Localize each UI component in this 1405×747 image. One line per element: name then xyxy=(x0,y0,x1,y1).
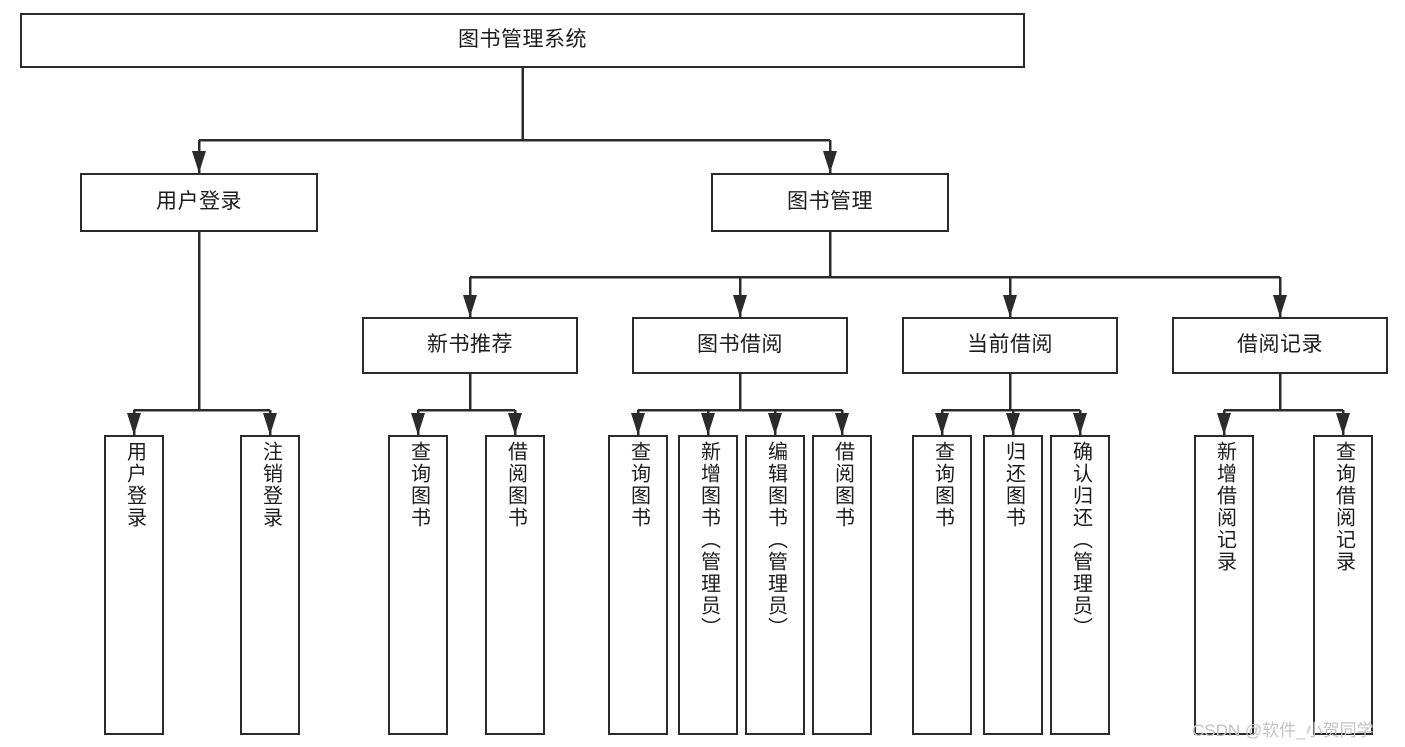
node-label: 查询图书 xyxy=(627,441,650,529)
csdn-watermark: CSDN @软件_小贺同学 xyxy=(1192,721,1374,740)
node-l2_2[interactable]: 图书管理 xyxy=(711,173,949,232)
node-label: 借阅图书 xyxy=(504,441,527,529)
node-leaf_2[interactable]: 注销登录 xyxy=(240,435,300,735)
node-label: 查询借阅记录 xyxy=(1332,441,1355,573)
node-label: 查询图书 xyxy=(931,441,954,529)
node-leaf_13[interactable]: 查询借阅记录 xyxy=(1313,435,1373,735)
node-leaf_1[interactable]: 用户登录 xyxy=(104,435,164,735)
node-l3_2[interactable]: 图书借阅 xyxy=(632,317,848,374)
node-leaf_9[interactable]: 查询图书 xyxy=(912,435,972,735)
node-label: 当前借阅 xyxy=(967,333,1053,357)
node-label: 归还图书 xyxy=(1002,441,1025,529)
node-label: 用户登录 xyxy=(156,190,242,214)
node-leaf_5[interactable]: 查询图书 xyxy=(608,435,668,735)
node-l3_1[interactable]: 新书推荐 xyxy=(362,317,578,374)
node-leaf_6[interactable]: 新增图书（管理员） xyxy=(678,435,738,735)
node-label: 注销登录 xyxy=(259,441,282,529)
node-leaf_8[interactable]: 借阅图书 xyxy=(812,435,872,735)
node-label: 借阅记录 xyxy=(1237,333,1323,357)
node-label: 新增借阅记录 xyxy=(1213,441,1236,573)
node-leaf_7[interactable]: 编辑图书（管理员） xyxy=(745,435,805,735)
node-l2_1[interactable]: 用户登录 xyxy=(80,173,318,232)
node-label: 图书管理系统 xyxy=(458,28,587,52)
node-leaf_3[interactable]: 查询图书 xyxy=(388,435,448,735)
node-label: 查询图书 xyxy=(407,441,430,529)
node-label: 借阅图书 xyxy=(831,441,854,529)
node-root[interactable]: 图书管理系统 xyxy=(20,13,1025,68)
node-leaf_11[interactable]: 确认归还（管理员） xyxy=(1050,435,1110,735)
node-leaf_4[interactable]: 借阅图书 xyxy=(485,435,545,735)
node-l3_3[interactable]: 当前借阅 xyxy=(902,317,1118,374)
node-label: 新书推荐 xyxy=(427,333,513,357)
node-label: 新增图书（管理员） xyxy=(697,441,720,639)
node-label: 图书借阅 xyxy=(697,333,783,357)
node-label: 用户登录 xyxy=(123,441,146,529)
node-l3_4[interactable]: 借阅记录 xyxy=(1172,317,1388,374)
node-label: 编辑图书（管理员） xyxy=(764,441,787,639)
node-label: 确认归还（管理员） xyxy=(1069,441,1092,639)
node-leaf_12[interactable]: 新增借阅记录 xyxy=(1194,435,1254,735)
node-label: 图书管理 xyxy=(787,190,873,214)
node-leaf_10[interactable]: 归还图书 xyxy=(983,435,1043,735)
